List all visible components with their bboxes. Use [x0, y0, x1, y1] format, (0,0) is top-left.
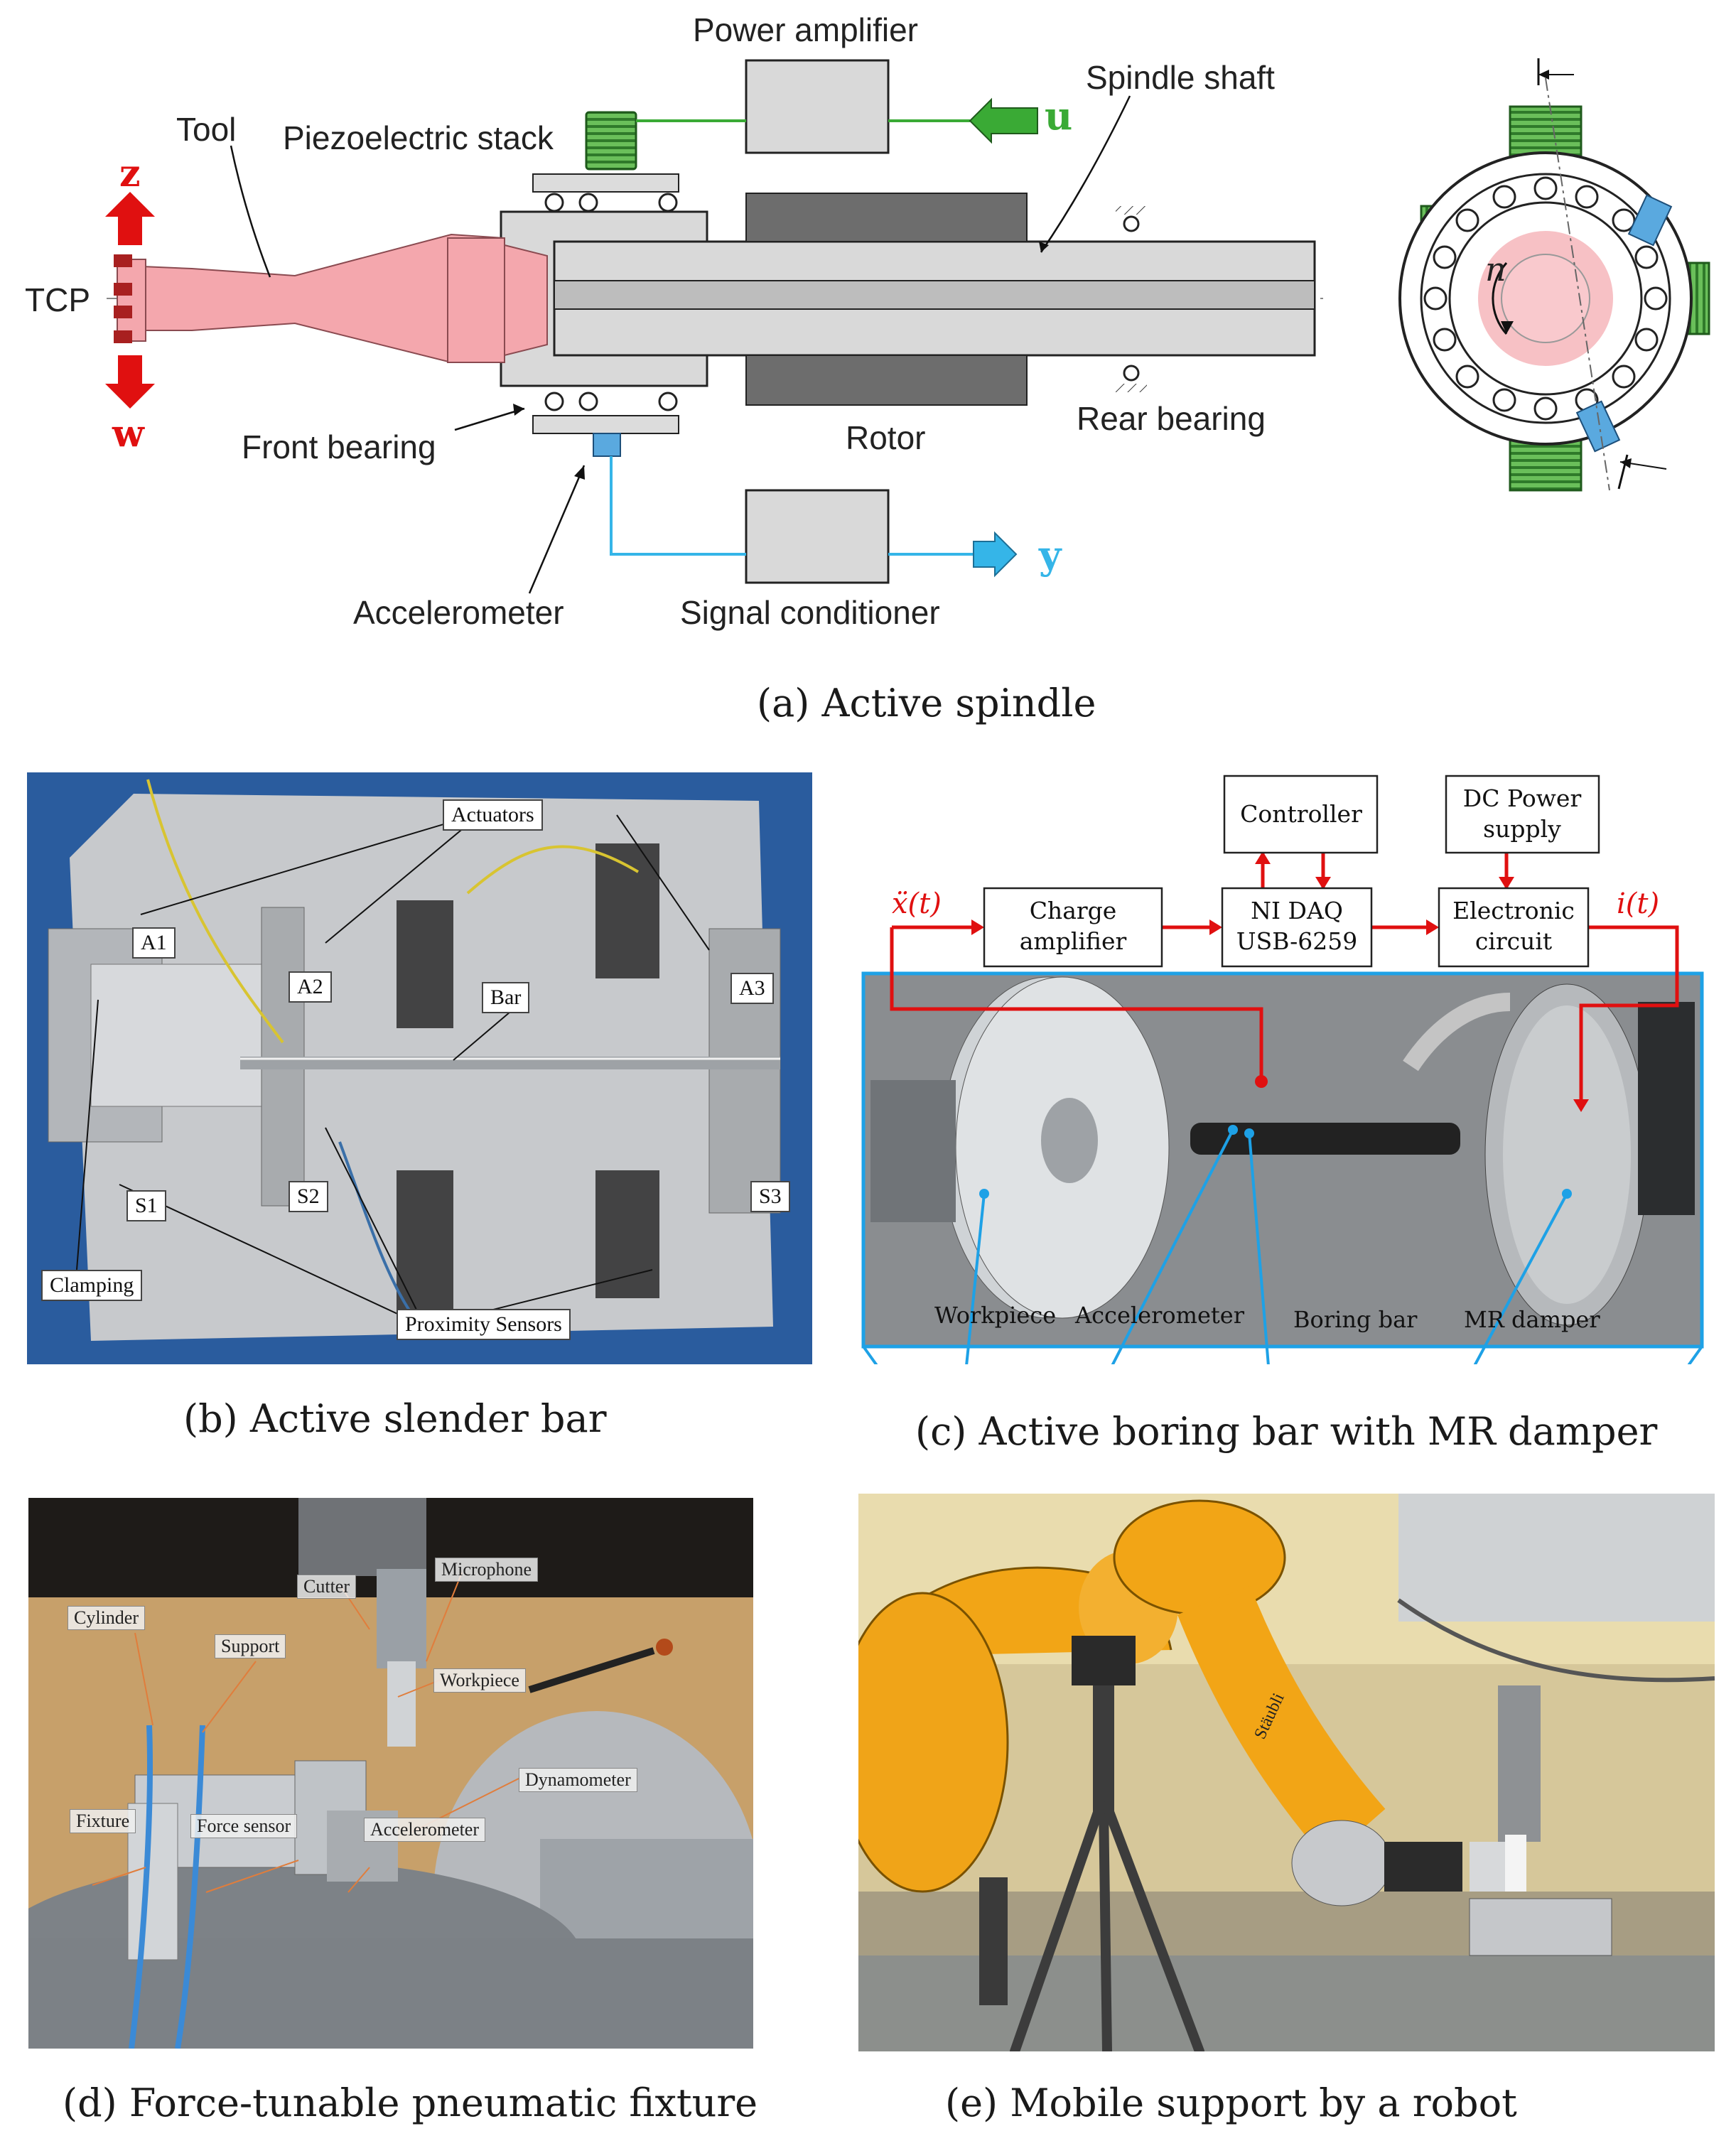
label-cutter: Cutter — [297, 1575, 356, 1599]
label-microphone: Microphone — [435, 1558, 539, 1582]
label-tcp: TCP — [25, 281, 90, 318]
label-it: i(t) — [1617, 888, 1659, 920]
label-dynamometer: Dynamometer — [519, 1768, 637, 1792]
z-arrow — [105, 192, 155, 245]
label-electronic-2: circuit — [1475, 927, 1552, 955]
label-electronic-1: Electronic — [1452, 897, 1575, 924]
caption-a: (a) Active spindle — [757, 681, 1096, 725]
label-accelerometer-c: Accelerometer — [1074, 1302, 1245, 1329]
robot-support-photo: Stäubli — [858, 1494, 1715, 2051]
label-n: n — [1485, 250, 1506, 288]
label-dc-power-2: supply — [1483, 815, 1561, 843]
label-support: Support — [215, 1634, 286, 1658]
signal-conditioner-box — [745, 489, 890, 584]
caption-c: (c) Active boring bar with MR damper — [915, 1409, 1658, 1454]
boring-bar-diagram: Controller DC Power supply Charge amplif… — [861, 775, 1704, 1364]
label-s3: S3 — [750, 1181, 790, 1212]
label-actuators: Actuators — [443, 799, 543, 831]
label-spindle-shaft: Spindle shaft — [1086, 59, 1275, 96]
label-bar: Bar — [482, 982, 530, 1013]
power-amplifier-box — [745, 59, 890, 154]
caption-e: (e) Mobile support by a robot — [945, 2081, 1517, 2125]
label-rear-bearing: Rear bearing — [1077, 400, 1266, 437]
label-proximity-sensors: Proximity Sensors — [397, 1309, 571, 1340]
label-a3: A3 — [730, 973, 774, 1004]
label-y: y — [1038, 532, 1062, 578]
label-s1: S1 — [126, 1190, 166, 1221]
label-signal-conditioner: Signal conditioner — [680, 594, 940, 631]
label-z: z — [119, 152, 141, 195]
y-arrow — [973, 531, 1018, 578]
label-workpiece-c: Workpiece — [934, 1302, 1056, 1329]
label-xt: ẍ(t) — [892, 888, 942, 920]
label-u: u — [1045, 93, 1072, 139]
label-nidaq-1: NI DAQ — [1251, 897, 1343, 924]
label-front-bearing: Front bearing — [242, 428, 436, 465]
label-boring-bar: Boring bar — [1293, 1306, 1418, 1333]
caption-b: (b) Active slender bar — [183, 1396, 607, 1441]
label-workpiece-d: Workpiece — [433, 1668, 526, 1693]
label-mr-damper: MR damper — [1464, 1306, 1600, 1333]
label-tool: Tool — [176, 111, 236, 148]
label-piezo-stack: Piezoelectric stack — [283, 119, 554, 156]
label-force-sensor: Force sensor — [190, 1814, 298, 1838]
label-clamping: Clamping — [41, 1270, 143, 1301]
label-controller: Controller — [1240, 800, 1362, 828]
label-dc-power-1: DC Power — [1463, 784, 1582, 812]
rotor-top — [745, 193, 1028, 242]
label-a1: A1 — [132, 927, 176, 959]
active-slender-bar-photo: Actuators A1 A2 A3 Bar S1 S2 S3 Clamping… — [27, 772, 812, 1364]
label-accelerometer: Accelerometer — [353, 594, 564, 631]
rotor-bottom — [745, 355, 1028, 406]
label-fixture: Fixture — [70, 1809, 136, 1833]
label-accelerometer-d: Accelerometer — [364, 1818, 486, 1842]
u-arrow — [969, 97, 1038, 144]
label-cylinder: Cylinder — [68, 1606, 145, 1630]
pneumatic-fixture-photo: Cutter Microphone Cylinder Support Workp… — [28, 1498, 753, 2049]
label-rotor: Rotor — [846, 419, 925, 456]
piezo-stack — [585, 111, 637, 171]
label-power-amplifier: Power amplifier — [693, 11, 918, 48]
label-charge-1: Charge — [1030, 897, 1117, 924]
label-w: w — [112, 412, 145, 455]
label-charge-2: amplifier — [1020, 927, 1127, 955]
label-a2: A2 — [289, 971, 332, 1003]
spindle-cross-section — [1398, 58, 1710, 492]
caption-d: (d) Force-tunable pneumatic fixture — [63, 2081, 758, 2125]
accelerometer-block — [593, 433, 621, 457]
active-spindle-diagram: Power amplifier Spindle shaft Tool Piezo… — [25, 11, 1710, 631]
label-nidaq-2: USB-6259 — [1236, 927, 1357, 955]
w-arrow — [105, 355, 155, 409]
label-s2: S2 — [289, 1181, 328, 1212]
